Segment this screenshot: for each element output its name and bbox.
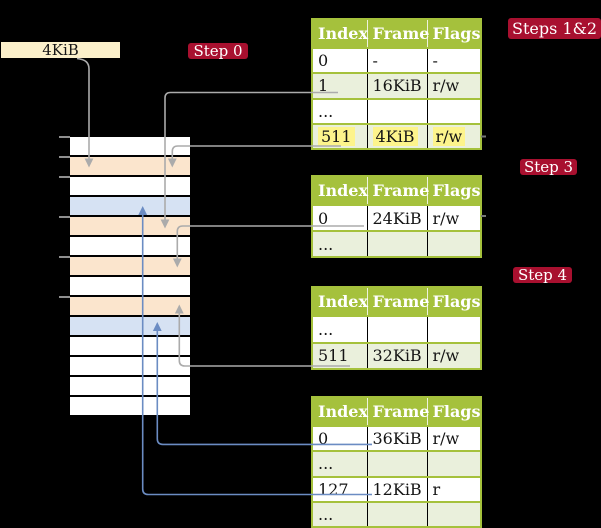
memory-tick-mark <box>59 216 70 218</box>
memory-cell-white <box>70 177 190 195</box>
cell-frame <box>366 231 427 257</box>
cell-flags <box>426 231 481 257</box>
column-header-frame: Frame <box>366 176 429 205</box>
column-header-frame: Frame <box>366 397 429 426</box>
table-row: ... <box>312 316 481 343</box>
memory-tick-mark <box>59 136 70 138</box>
memory-tick-mark <box>59 256 70 258</box>
table-row: ... <box>312 451 481 477</box>
column-header-frame: Frame <box>366 19 429 48</box>
cell-frame: 12KiB <box>366 476 427 502</box>
cell-flags: r <box>426 476 481 502</box>
cell-flags <box>426 501 481 527</box>
cell-frame: 16KiB <box>366 73 427 99</box>
memory-cell-white <box>70 397 190 415</box>
column-header-flags: Flags <box>426 397 481 426</box>
cell-index: 511 <box>312 342 367 369</box>
cell-flags <box>426 316 481 343</box>
cell-index: 0 <box>312 205 367 231</box>
column-header-index: Index <box>312 19 368 48</box>
cell-index: 511 <box>312 123 367 149</box>
memory-cell-orange <box>70 257 190 275</box>
cell-flags: r/w <box>426 205 481 231</box>
cell-index: ... <box>312 501 367 527</box>
column-header-flags: Flags <box>426 19 481 48</box>
table-row: 0-- <box>312 48 481 74</box>
cell-frame <box>366 451 427 477</box>
column-header-index: Index <box>312 397 368 426</box>
cell-index: 0 <box>312 48 367 74</box>
memory-cell-white <box>70 357 190 375</box>
table-row: ... <box>312 231 481 257</box>
memory-cell-white <box>70 237 190 255</box>
column-header-frame: Frame <box>366 287 429 316</box>
table-row: ... <box>312 98 481 124</box>
cell-frame: 32KiB <box>366 342 427 369</box>
memory-cell-orange <box>70 157 190 175</box>
cell-frame <box>366 98 427 124</box>
cell-flags <box>426 98 481 124</box>
column-header-index: Index <box>312 176 368 205</box>
memory-cell-orange <box>70 217 190 235</box>
cell-frame: 24KiB <box>366 205 427 231</box>
column-header-flags: Flags <box>426 176 481 205</box>
page-size-label: 4KiB <box>1 41 120 59</box>
column-header-flags: Flags <box>426 287 481 316</box>
memory-cell-white <box>70 377 190 395</box>
cell-flags: r/w <box>426 123 481 149</box>
column-header-index: Index <box>312 287 368 316</box>
cell-flags: r/w <box>426 426 481 452</box>
cell-index: 127 <box>312 476 367 502</box>
cell-index: 1 <box>312 73 367 99</box>
memory-cell-blue <box>70 197 190 215</box>
memory-tick-mark <box>59 176 70 178</box>
cell-frame: 4KiB <box>366 123 427 149</box>
steps-1-2-badge: Steps 1&2 <box>508 18 601 39</box>
cell-index: 0 <box>312 426 367 452</box>
cell-index: ... <box>312 231 367 257</box>
memory-cell-white <box>70 277 190 295</box>
memory-cell-white <box>70 137 190 155</box>
physical-memory-column <box>70 137 190 415</box>
step-4-badge: Step 4 <box>513 266 572 284</box>
step-3-badge: Step 3 <box>520 158 577 176</box>
memory-cell-blue <box>70 317 190 335</box>
cell-flags <box>426 451 481 477</box>
cell-flags: r/w <box>426 73 481 99</box>
cell-index: ... <box>312 98 367 124</box>
memory-cell-orange <box>70 297 190 315</box>
cell-flags: - <box>426 48 481 74</box>
cell-index: ... <box>312 316 367 343</box>
cell-index: ... <box>312 451 367 477</box>
cell-frame: - <box>366 48 427 74</box>
cell-flags: r/w <box>426 342 481 369</box>
memory-cell-white <box>70 337 190 355</box>
step-0-badge: Step 0 <box>188 42 248 60</box>
memory-tick-mark <box>59 156 70 158</box>
cell-frame: 36KiB <box>366 426 427 452</box>
cell-frame <box>366 501 427 527</box>
table-row: ... <box>312 501 481 527</box>
memory-tick-mark <box>59 296 70 298</box>
cell-frame <box>366 316 427 343</box>
